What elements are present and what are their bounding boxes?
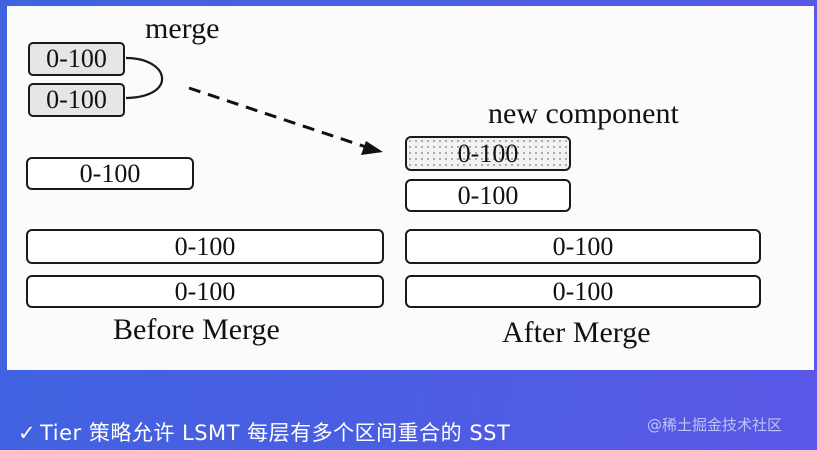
component-range: 0-100	[552, 276, 614, 306]
slide-caption: ✓Tier 策略允许 LSMT 每层有多个区间重合的 SST	[18, 417, 510, 447]
caption-text: Tier 策略允许 LSMT 每层有多个区间重合的 SST	[40, 421, 511, 445]
arrow-head-icon	[361, 141, 383, 155]
merging-component-1: 0-100	[28, 42, 125, 76]
component-range: 0-100	[457, 180, 519, 210]
after-level3-component: 0-100	[405, 275, 761, 308]
after-level2-component: 0-100	[405, 229, 761, 264]
component-range: 0-100	[46, 44, 107, 73]
merging-component-2: 0-100	[28, 83, 125, 117]
merge-bracket-icon	[125, 56, 164, 100]
before-level2-component: 0-100	[26, 229, 384, 264]
dashed-arrow-line	[188, 86, 370, 150]
after-merge-caption: After Merge	[502, 316, 651, 349]
after-level1-component: 0-100	[405, 179, 571, 212]
component-range: 0-100	[79, 158, 141, 188]
component-range: 0-100	[174, 276, 236, 306]
component-range: 0-100	[552, 231, 614, 261]
check-icon: ✓	[18, 421, 37, 445]
before-level3-component: 0-100	[26, 275, 384, 308]
new-component: 0-100	[405, 136, 571, 171]
component-range: 0-100	[46, 85, 107, 114]
new-component-label: new component	[488, 97, 679, 130]
component-range: 0-100	[457, 138, 519, 168]
before-level1-component: 0-100	[26, 157, 194, 190]
before-merge-caption: Before Merge	[113, 313, 280, 346]
component-range: 0-100	[174, 231, 236, 261]
watermark-credit: @稀土掘金技术社区	[647, 416, 783, 434]
merge-label: merge	[145, 12, 220, 45]
